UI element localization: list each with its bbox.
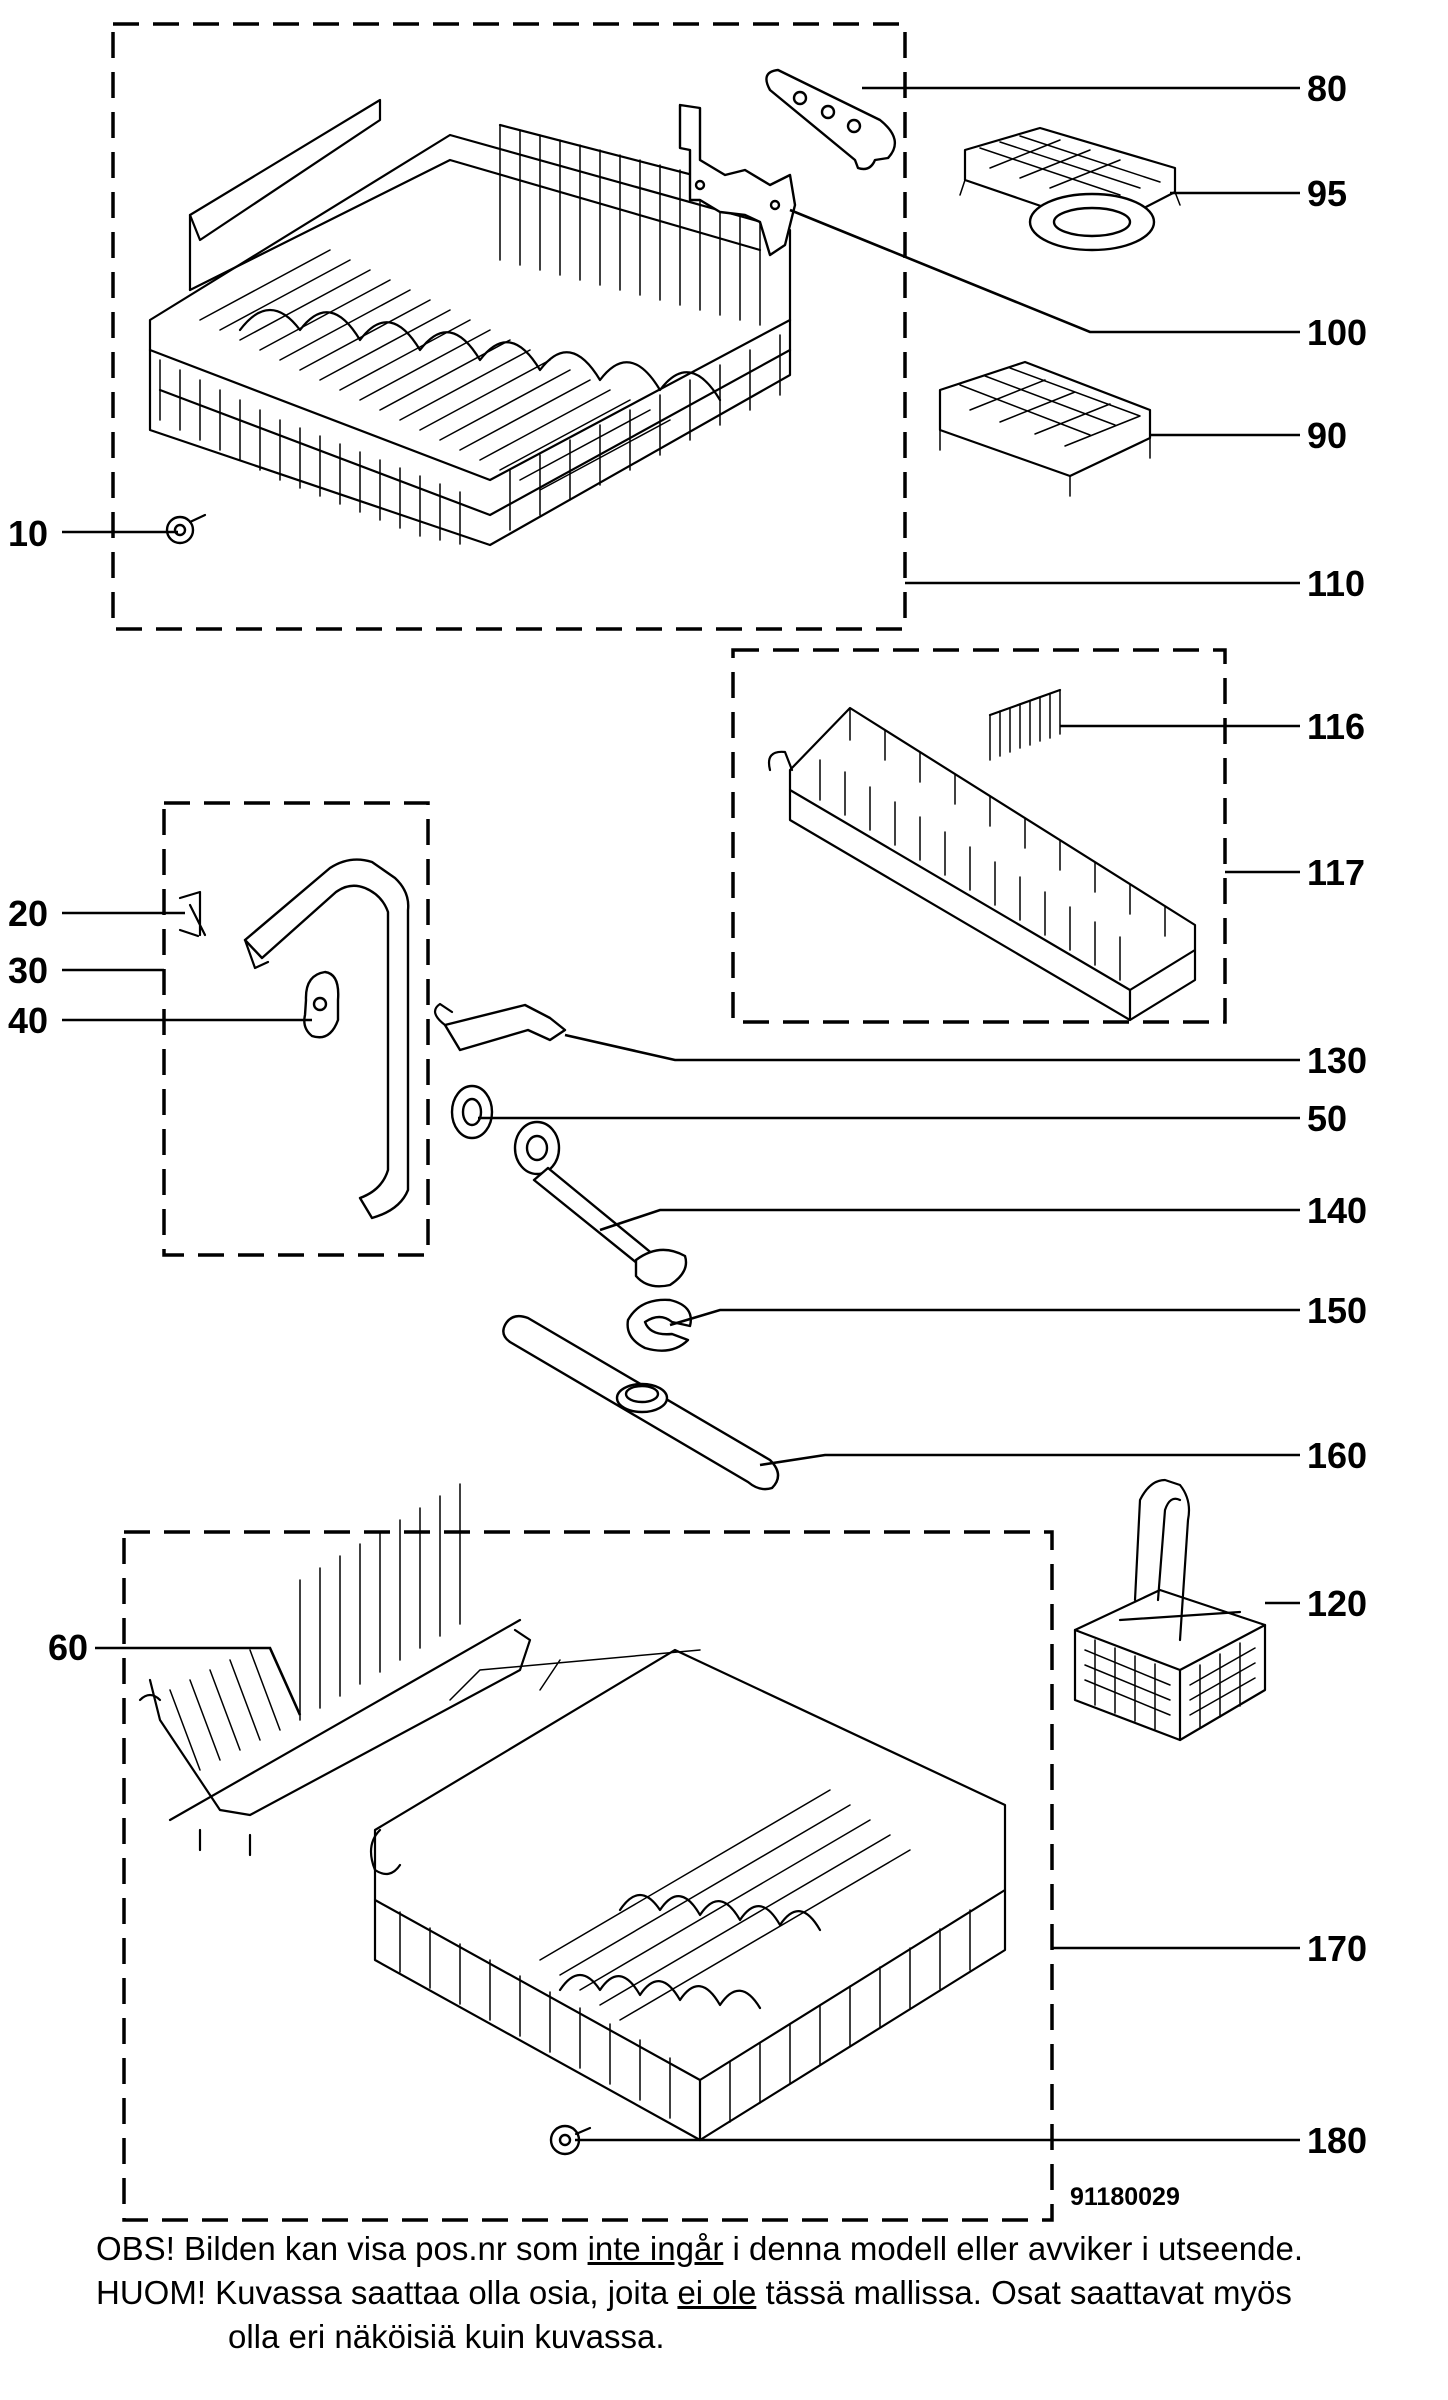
callout-116: 116 <box>1307 706 1365 747</box>
callout-10: 10 <box>8 513 48 554</box>
leader-lines <box>62 86 1300 2142</box>
callout-120: 120 <box>1307 1583 1367 1624</box>
callout-80: 80 <box>1307 68 1347 109</box>
lower-basket-group-box <box>122 1530 1054 2222</box>
part-150-nut <box>626 1298 692 1352</box>
part-50-seal-ring <box>450 1084 494 1140</box>
callout-50: 50 <box>1307 1098 1347 1139</box>
upper-basket-drawing <box>148 98 792 547</box>
note-finnish: HUOM! Kuvassa saattaa olla osia, joita e… <box>96 2276 1292 2309</box>
callout-90: 90 <box>1307 415 1347 456</box>
part-100-rail-holder <box>678 103 797 257</box>
part-130-mounting-clip <box>433 1002 567 1052</box>
note-finnish-continued: olla eri näköisiä kuin kuvassa. <box>228 2318 665 2355</box>
part-140-supply-pipe <box>513 1120 688 1288</box>
callout-labels: 10 20 30 40 60 80 95 100 90 110 116 117 … <box>8 68 1367 2211</box>
part-117-cutlery-tray <box>767 706 1197 1022</box>
part-170-lower-basket <box>369 1648 1007 2142</box>
note-swedish-underlined: inte ingår <box>587 2230 724 2267</box>
callout-130: 130 <box>1307 1040 1367 1081</box>
note-finnish-text-b: tässä mallissa. Osat saattavat myös <box>756 2274 1292 2311</box>
callout-160: 160 <box>1307 1435 1367 1476</box>
callout-30: 30 <box>8 950 48 991</box>
callout-170: 170 <box>1307 1928 1367 1969</box>
spray-pipe-group-box <box>162 801 430 1257</box>
part-95-cup-rack <box>959 126 1181 252</box>
note-swedish-text-b: i denna modell eller avviker i utseende. <box>723 2230 1303 2267</box>
callout-20: 20 <box>8 893 48 934</box>
document-number: 91180029 <box>1070 2183 1180 2211</box>
callout-180: 180 <box>1307 2120 1367 2161</box>
callout-150: 150 <box>1307 1290 1367 1331</box>
part-30-spray-pipe <box>243 858 410 1220</box>
part-10-roller <box>165 513 207 545</box>
callout-40: 40 <box>8 1000 48 1041</box>
note-swedish: OBS! Bilden kan visa pos.nr som inte ing… <box>96 2232 1303 2265</box>
part-40-gasket <box>303 970 340 1039</box>
part-90-cup-rack <box>938 360 1152 497</box>
callout-100: 100 <box>1307 312 1367 353</box>
note-swedish-text-a: OBS! Bilden kan visa pos.nr som <box>96 2230 588 2267</box>
callout-117: 117 <box>1307 852 1365 893</box>
callout-95: 95 <box>1307 173 1347 214</box>
part-80-bracket <box>765 68 897 171</box>
upper-basket-group-box <box>111 22 907 631</box>
callout-140: 140 <box>1307 1190 1367 1231</box>
part-116-insert-comb <box>988 688 1062 761</box>
part-60-plate-rack <box>138 1483 532 1857</box>
cutlery-tray-group-box <box>731 648 1227 1024</box>
callout-110: 110 <box>1307 563 1365 604</box>
callout-60: 60 <box>48 1627 88 1668</box>
note-finnish-underlined: ei ole <box>677 2274 757 2311</box>
note-finnish-text-a: HUOM! Kuvassa saattaa olla osia, joita <box>96 2274 678 2311</box>
exploded-parts-diagram: 10 20 30 40 60 80 95 100 90 110 116 117 … <box>8 22 1367 2222</box>
part-20-clip <box>178 890 207 938</box>
part-160-spray-arm <box>502 1314 780 1491</box>
part-120-cutlery-basket <box>1073 1478 1267 1742</box>
